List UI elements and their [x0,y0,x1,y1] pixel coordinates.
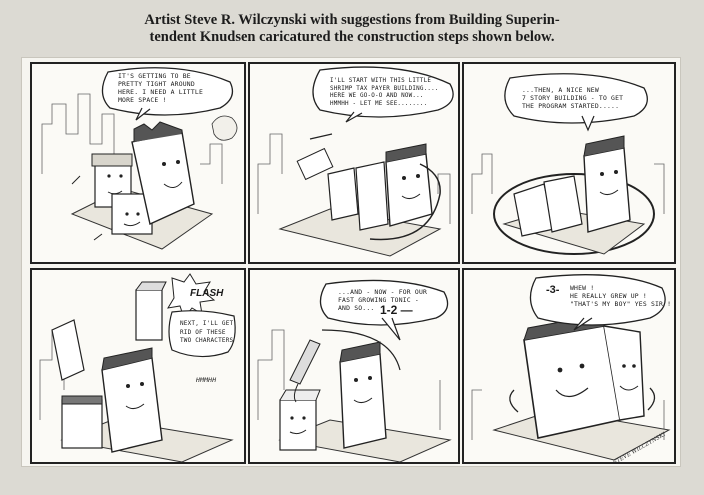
panel-3-balloon: ...THEN, A NICE NEW 7 STORY BUILDING - T… [522,86,624,110]
panel-4-balloon: NEXT, I'LL GET RID OF THESE TWO CHARACTE… [180,320,234,344]
comic-panel-6: -3- WHEW ! HE REALLY GREW UP ! "THAT'S M… [462,268,676,464]
panel-6-drawing [471,274,671,461]
panel-4-flash-sfx: FLASH [190,288,224,299]
caption-line-1: Artist Steve R. Wilczynski with suggesti… [144,12,560,28]
panel-2-balloon: I'LL START WITH THIS LITTLE SHRIMP TAX P… [330,78,439,107]
panel-6-balloon: WHEW ! HE REALLY GREW UP ! "THAT'S MY BO… [570,284,672,308]
panel-4-drawing [39,273,236,462]
comic-panel-3: ...THEN, A NICE NEW 7 STORY BUILDING - T… [462,62,676,264]
panel-2-drawing [257,66,454,257]
panel-4-hum: HMMHH [196,376,217,384]
panel-5-count: 1-2 — [380,303,413,317]
panel-1-balloon: IT'S GETTING TO BE PRETTY TIGHT AROUND H… [118,72,203,104]
comic-panel-1: IT'S GETTING TO BE PRETTY TIGHT AROUND H… [30,62,246,264]
panel-5-drawing [257,279,452,462]
comic-panel-4: FLASH NEXT, I'LL GET RID OF THESE TWO CH… [30,268,246,464]
panel-6-count: -3- [546,284,563,296]
comic-panel-5: ...AND - NOW - FOR OUR FAST GROWING TONI… [248,268,460,464]
panel-1-drawing [41,67,238,250]
caption: Artist Steve R. Wilczynski with suggesti… [0,12,704,46]
caption-line-2: tendent Knudsen caricatured the construc… [149,29,555,45]
panel-3-drawing [471,73,665,255]
comic-panel-2: I'LL START WITH THIS LITTLE SHRIMP TAX P… [248,62,460,264]
comic-strip: IT'S GETTING TO BE PRETTY TIGHT AROUND H… [22,58,680,466]
panel-5-balloon: ...AND - NOW - FOR OUR FAST GROWING TONI… [338,288,428,312]
